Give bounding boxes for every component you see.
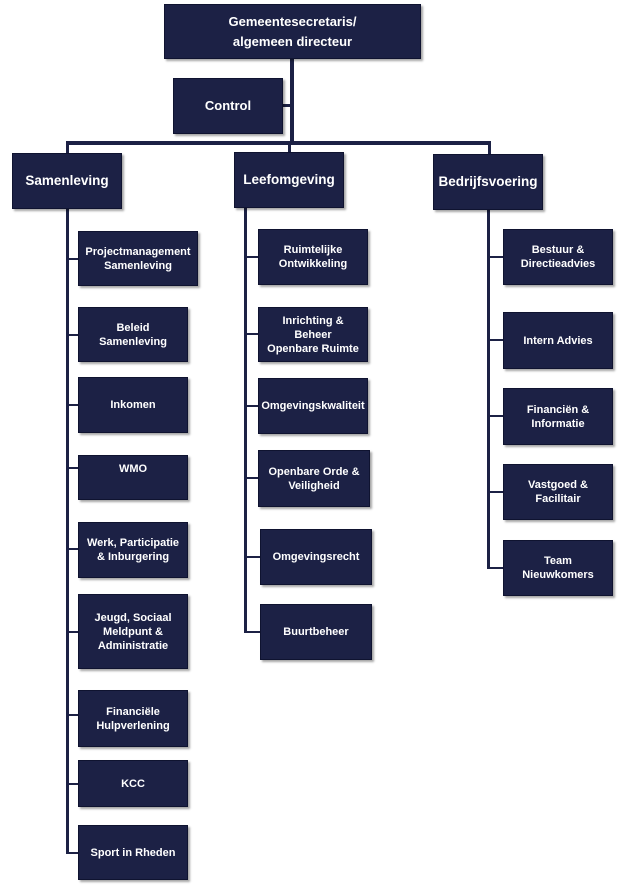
unit-box: Intern Advies (503, 312, 613, 369)
connector-horizontal (66, 141, 491, 145)
unit-label: Omgevingskwaliteit (261, 400, 365, 412)
branch (66, 404, 78, 406)
unit-label: Bestuur & Directieadvies (520, 244, 596, 270)
branch (66, 467, 78, 469)
unit-label: Beleid Samenleving (99, 321, 167, 348)
unit-box: Projectmanagement Samenleving (78, 231, 198, 286)
unit-box: Openbare Orde & Veiligheid (258, 450, 370, 507)
unit-label: WMO (118, 463, 148, 475)
unit-label: Vastgoed & Facilitair (528, 479, 588, 505)
unit-box: Beleid Samenleving (78, 307, 188, 362)
branch (66, 852, 78, 854)
unit-box: Vastgoed & Facilitair (503, 464, 613, 520)
unit-label: Werk, Participatie & Inburgering (86, 537, 180, 563)
connector-samenleving-drop (66, 141, 69, 155)
bedrijfsvoering-spine (487, 209, 490, 569)
leefomgeving-spine (244, 207, 247, 633)
unit-box: Inrichting & Beheer Openbare Ruimte (258, 307, 368, 362)
branch (244, 333, 258, 335)
unit-box: KCC (78, 760, 188, 807)
unit-label: Omgevingsrecht (272, 551, 360, 563)
unit-box: Sport in Rheden (78, 825, 188, 880)
branch (244, 405, 258, 407)
unit-box: Bestuur & Directieadvies (503, 229, 613, 285)
unit-box: Team Nieuwkomers (503, 540, 613, 596)
branch (66, 783, 78, 785)
unit-label: Buurtbeheer (283, 626, 349, 638)
unit-box: Inkomen (78, 377, 188, 433)
unit-label: Jeugd, Sociaal Meldpunt & Administratie (94, 611, 172, 652)
branch (244, 256, 258, 258)
unit-label: Team Nieuwkomers (522, 555, 594, 581)
department-label: Bedrijfsvoering (438, 174, 538, 189)
branch (244, 477, 258, 479)
unit-label: Ruimtelijke Ontwikkeling (278, 244, 348, 270)
branch (487, 567, 503, 569)
unit-label: Intern Advies (523, 334, 593, 347)
unit-label: Inkomen (110, 399, 156, 411)
branch (487, 491, 503, 493)
unit-label: Financiën & Informatie (526, 403, 590, 430)
branch (487, 256, 503, 258)
unit-label: Sport in Rheden (90, 846, 176, 859)
control-box: Control (173, 78, 283, 134)
unit-box: Financiële Hulpverlening (78, 690, 188, 747)
department-bedrijfsvoering: Bedrijfsvoering (433, 154, 543, 210)
unit-box: Jeugd, Sociaal Meldpunt & Administratie (78, 594, 188, 669)
branch (244, 556, 260, 558)
department-leefomgeving: Leefomgeving (234, 152, 344, 208)
branch (66, 631, 78, 633)
unit-box: Omgevingsrecht (260, 529, 372, 585)
top-executive-label: Gemeentesecretaris/ algemeen directeur (228, 13, 357, 49)
unit-box: Ruimtelijke Ontwikkeling (258, 229, 368, 285)
branch (66, 258, 78, 260)
unit-box: Financiën & Informatie (503, 388, 613, 445)
branch (244, 631, 260, 633)
top-executive-box: Gemeentesecretaris/ algemeen directeur (164, 4, 421, 59)
branch (487, 339, 503, 341)
branch (66, 548, 78, 550)
department-label: Samenleving (25, 173, 109, 188)
unit-box: Werk, Participatie & Inburgering (78, 522, 188, 578)
unit-label: KCC (121, 777, 145, 790)
branch (66, 334, 78, 336)
unit-label: Openbare Orde & Veiligheid (268, 465, 360, 492)
connector-bedrijfsvoering-drop (488, 141, 491, 155)
connector-leefomgeving-drop (288, 141, 291, 155)
unit-label: Inrichting & Beheer Openbare Ruimte (267, 314, 359, 355)
department-samenleving: Samenleving (12, 153, 122, 209)
unit-box: Omgevingskwaliteit (258, 378, 368, 434)
unit-box: WMO (78, 455, 188, 500)
samenleving-spine (66, 208, 69, 854)
unit-label: Projectmanagement Samenleving (85, 245, 191, 272)
branch (487, 415, 503, 417)
control-label: Control (204, 98, 252, 113)
department-label: Leefomgeving (243, 172, 335, 187)
branch (66, 714, 78, 716)
unit-box: Buurtbeheer (260, 604, 372, 660)
connector-top-vertical (290, 58, 294, 144)
unit-label: Financiële Hulpverlening (96, 705, 170, 732)
